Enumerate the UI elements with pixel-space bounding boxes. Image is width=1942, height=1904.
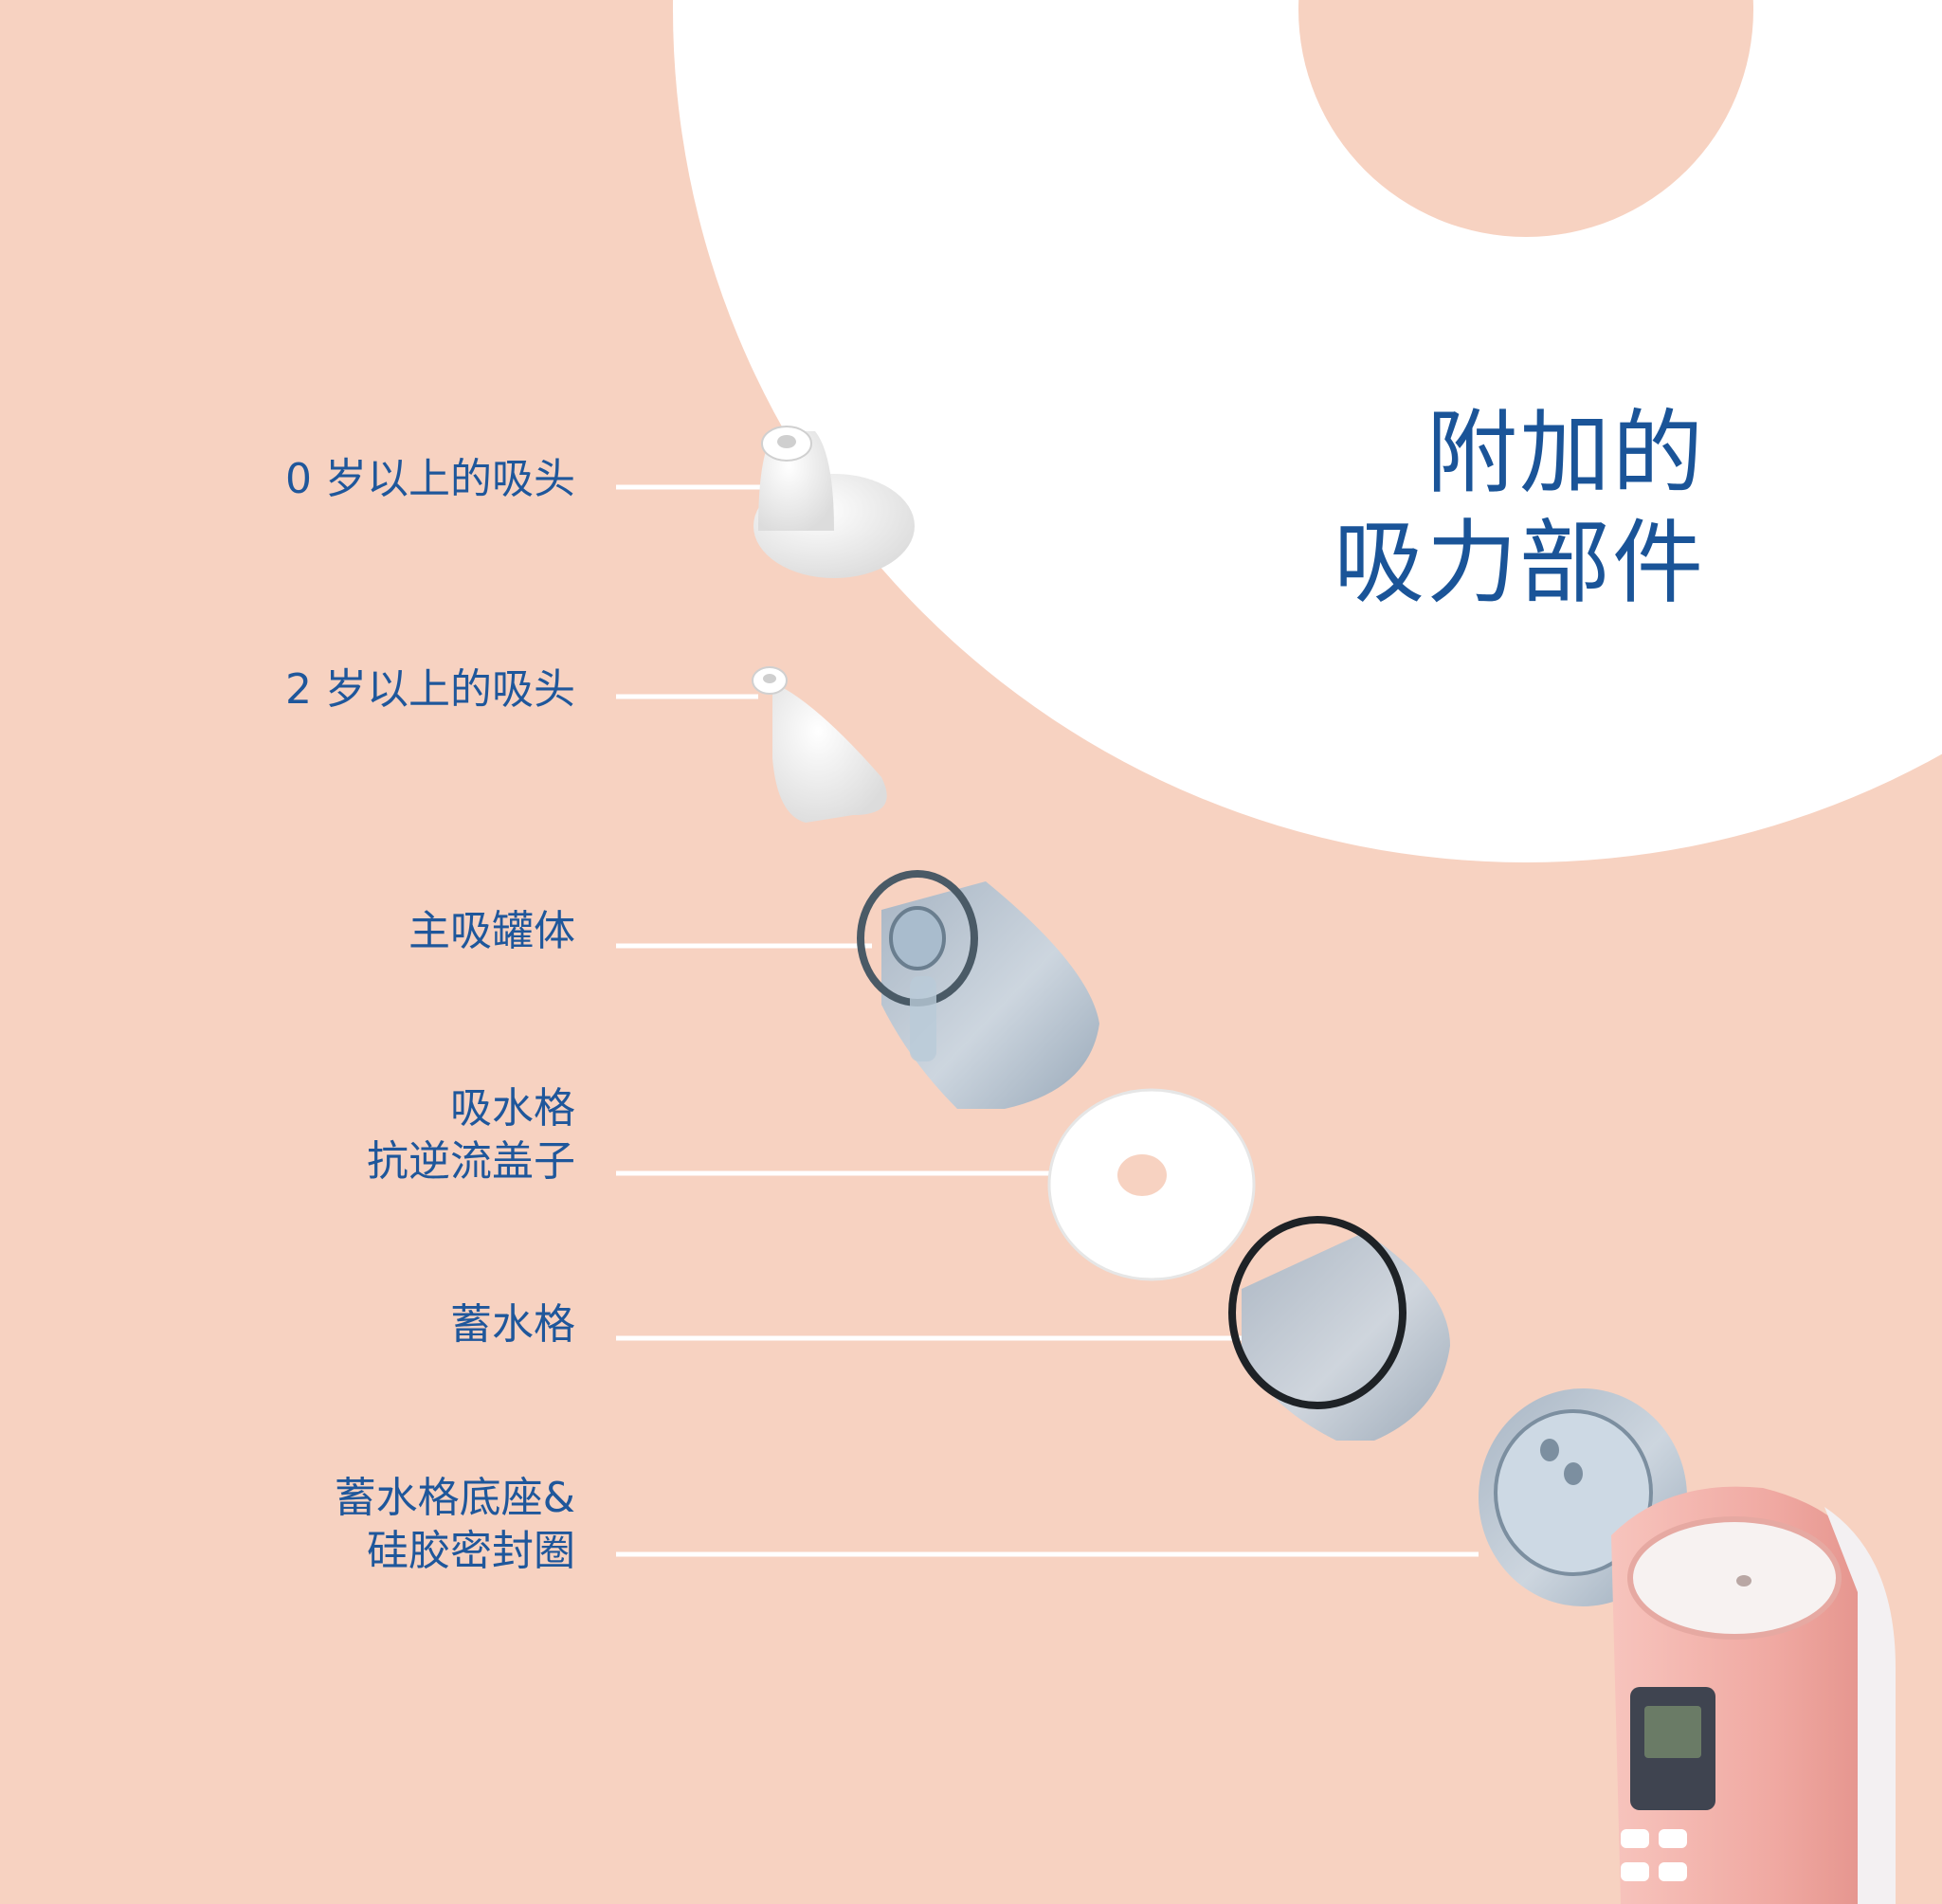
label-base-seal: 蓄水格底座& 硅胶密封圈 [335,1472,575,1578]
leader-lines [616,484,1479,1557]
base-seal-icon [1479,1388,1687,1606]
main-canister-icon [857,870,1099,1109]
label-reservoir: 蓄水格 [450,1298,575,1351]
filter-icon [1047,1088,1256,1281]
label-filter: 吸水格 抗逆流盖子 [367,1082,575,1188]
pink-center [1298,0,1753,237]
tip-0-icon [753,426,915,578]
white-arc [673,0,1942,862]
label-tip-2-text: 2 岁以上的吸头 [285,665,575,714]
label-tip-0: 0 岁以上的吸头 [285,453,575,506]
label-main-canister: 主吸罐体 [408,905,575,958]
label-tip-0-text: 0 岁以上的吸头 [285,455,575,503]
label-base-seal-line-1: 蓄水格底座& [334,1474,575,1522]
title-line-2: 吸力部件 [1334,510,1705,616]
label-tip-2: 2 岁以上的吸头 [285,663,575,716]
label-main-canister-text: 主吸罐体 [408,907,575,955]
section-title: 附加的 吸力部件 [1334,398,1705,618]
device-body-icon [1611,1486,1896,1904]
label-reservoir-text: 蓄水格 [450,1300,575,1349]
label-filter-line-2: 抗逆流盖子 [367,1137,575,1186]
label-filter-line-1: 吸水格 [450,1084,575,1133]
reservoir-icon [1228,1216,1450,1441]
title-line-1: 附加的 [1426,400,1705,506]
label-base-seal-line-2: 硅胶密封圈 [367,1527,575,1575]
tip-2-icon [752,666,887,823]
